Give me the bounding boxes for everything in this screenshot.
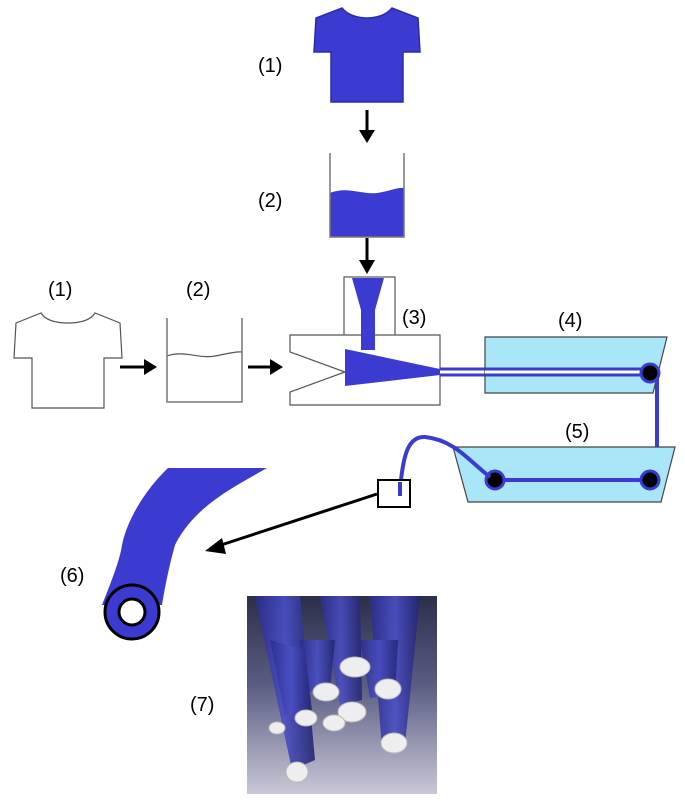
top-shirt xyxy=(313,7,421,103)
bath-lower xyxy=(398,435,676,503)
roller-icon xyxy=(639,362,661,384)
label-bath-upper: (4) xyxy=(558,310,582,332)
tshirt-icon xyxy=(313,7,421,103)
beaker-liquid-line xyxy=(166,351,243,358)
label-extruder: (3) xyxy=(402,307,426,329)
roller-icon xyxy=(639,469,661,491)
label-tube: (6) xyxy=(60,565,84,587)
tube-end-inner xyxy=(117,597,147,627)
arrow-icon xyxy=(359,110,375,143)
bath-upper xyxy=(484,336,668,394)
beaker-icon xyxy=(166,318,243,403)
bath-lower-tank xyxy=(452,446,676,503)
left-beaker xyxy=(166,318,243,403)
arrow-icon xyxy=(248,359,283,375)
bath-upper-tank xyxy=(484,336,668,394)
arrow-icon xyxy=(205,492,378,554)
extruder-hopper-dye xyxy=(352,278,384,350)
label-top-shirt: (1) xyxy=(258,55,282,77)
tube-body xyxy=(102,468,267,605)
zoom-box xyxy=(377,479,411,508)
label-top-beaker: (2) xyxy=(258,190,282,212)
extruder xyxy=(289,276,441,406)
photo xyxy=(247,596,437,794)
label-photo: (7) xyxy=(190,694,214,716)
top-beaker xyxy=(329,153,405,238)
arrow-icon xyxy=(359,238,375,274)
arrow-icon xyxy=(120,359,157,375)
photo-rod-ends xyxy=(268,656,408,783)
label-bath-lower: (5) xyxy=(565,421,589,443)
photo-rods xyxy=(255,596,420,770)
label-left-shirt: (1) xyxy=(48,279,72,301)
tshirt-icon xyxy=(13,312,123,409)
beaker-liquid xyxy=(330,187,404,237)
label-left-beaker: (2) xyxy=(186,279,210,301)
fiber-line-exit xyxy=(398,435,492,491)
beaker-icon xyxy=(329,153,405,238)
left-shirt xyxy=(13,312,123,409)
tube xyxy=(102,468,267,641)
extruder-barrel-dye xyxy=(345,349,440,386)
